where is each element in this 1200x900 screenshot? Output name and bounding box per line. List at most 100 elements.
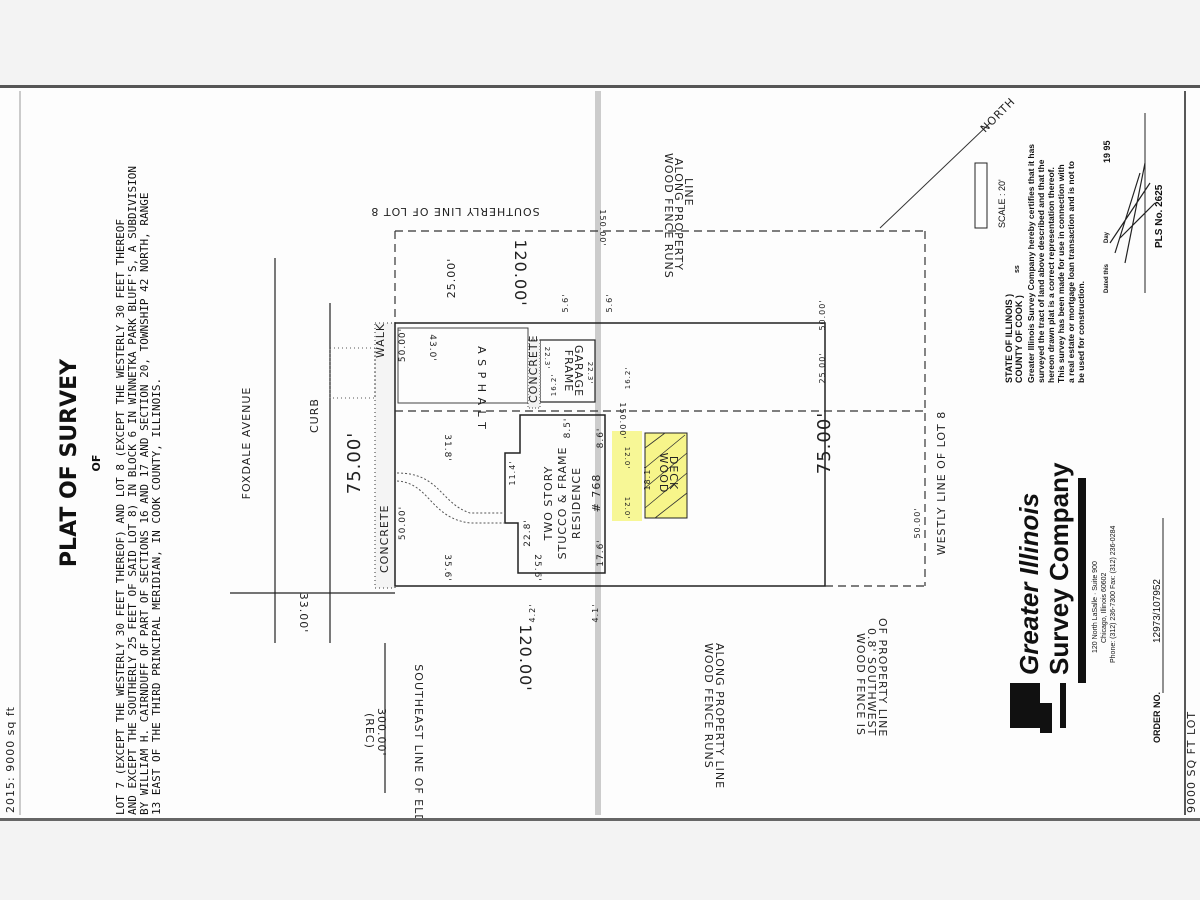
concrete-pad	[527, 339, 541, 409]
fence-notes: SOUTHERLY LINE OF LOT 8 WESTLY LINE OF L…	[370, 153, 948, 789]
westerly-line-label: WESTLY LINE OF LOT 8	[935, 411, 948, 556]
company-address: 120 North LaSalle · Suite 900	[1092, 561, 1099, 653]
dim-22-8: 22.8'	[523, 519, 533, 547]
state-line: STATE OF ILLINOIS )	[1004, 294, 1014, 383]
concrete-label: CONCRETE	[378, 504, 391, 573]
rec-distance: 300.00'	[375, 708, 388, 757]
pls-number: PLS No. 2625	[1154, 184, 1165, 248]
order-label: ORDER NO.	[1152, 692, 1162, 743]
fence-top-note: ALONG PROPERTY	[672, 158, 685, 271]
asphalt-driveway	[397, 327, 529, 404]
dim-25-top: 25.00'	[445, 258, 458, 299]
legal-line: LOT 7 (EXCEPT THE WESTERLY 30 FEET THERE…	[114, 219, 127, 815]
dim-43: 43.0'	[427, 334, 437, 362]
residence-label: TWO STORY	[542, 466, 555, 542]
street-name: FOXDALE AVENUE	[240, 387, 253, 500]
document-title-of: OF	[90, 455, 103, 472]
cert-line: surveyed the tract of land above describ…	[1036, 159, 1046, 383]
dim-50-c: 50.00'	[818, 299, 827, 330]
cert-line: hereon drawn plat is a correct represent…	[1046, 167, 1056, 383]
dimensions: 75.00' 75.00' 120.00' 120.00' 25.00' 25.…	[344, 209, 922, 691]
dim-33: 33.00'	[297, 593, 310, 634]
county-line: COUNTY OF COOK )	[1014, 295, 1024, 383]
north-label: NORTH	[978, 95, 1018, 135]
dated-label: Dated this	[1104, 263, 1110, 293]
company-name: Greater Illinois	[1014, 493, 1044, 675]
day-label: Day	[1104, 231, 1110, 243]
deck-highlight	[612, 431, 642, 521]
fence-top-note: WOOD FENCE RUNS	[662, 153, 675, 279]
legal-line: AND EXCEPT THE SOUTHERLY 25 FEET OF SAID…	[126, 166, 139, 815]
rec-label: (REC)	[363, 713, 376, 749]
dim-22-3-b: 22.3'	[586, 362, 594, 385]
southeast-line-label: SOUTHEAST LINE OF ELDORADO STREET	[412, 664, 425, 818]
ss-mark: ss	[1014, 265, 1021, 273]
deck-label: WOOD	[657, 453, 670, 494]
cert-line: This survey has been made for use in con…	[1056, 164, 1066, 383]
dim-22-3-a: 22.3'	[543, 347, 551, 370]
fence-bottom-note: WOOD FENCE RUNS	[702, 643, 715, 769]
residence-label: STUCCO & FRAME	[556, 447, 569, 560]
cert-line: Greater Illinois Survey Company hereby c…	[1026, 144, 1036, 383]
dim-5-6-b: 5.6'	[605, 294, 614, 313]
dim-8-5: 8.5'	[563, 418, 573, 439]
cert-line: be used for construction.	[1076, 281, 1086, 383]
dim-rear: 75.00'	[814, 412, 835, 474]
survey-document: PLAT OF SURVEY OF LOT 7 (EXCEPT THE WEST…	[0, 85, 1200, 821]
dim-side-bottom: 120.00'	[516, 624, 535, 691]
dim-16-2-a: 16.2'	[550, 374, 558, 397]
fence-top-note: LINE	[682, 178, 695, 207]
dim-8-6: 8.6'	[596, 428, 606, 449]
dim-50-d: 50.00'	[913, 507, 922, 538]
company-logo	[1010, 683, 1066, 733]
street-lines	[230, 258, 395, 793]
north-arrow-line	[879, 122, 991, 229]
company-underline	[1078, 478, 1086, 683]
wood-deck	[644, 432, 688, 519]
signature	[1109, 162, 1156, 264]
dim-side-top: 120.00'	[511, 239, 530, 306]
certificate: STATE OF ILLINOIS ) COUNTY OF COOK ) ss …	[1004, 140, 1165, 383]
dim-12-a: 12.0'	[623, 447, 631, 470]
house-number: # 768	[590, 474, 603, 513]
fence-sw-note: OF PROPERTY LINE	[876, 618, 889, 737]
dim-4-1: 4.1'	[591, 604, 600, 623]
dim-50-b: 50.00'	[398, 506, 408, 540]
garage-label: FRAME	[562, 350, 575, 393]
scale-label: SCALE : 20'	[997, 179, 1007, 228]
dim-150: 150.00'	[618, 402, 627, 439]
asphalt-label: A S P H A L T	[475, 346, 488, 430]
dim-front: 75.00'	[344, 432, 365, 494]
fence-sw-note: WOOD FENCE IS	[854, 633, 867, 736]
garage-label: GARAGE	[572, 345, 585, 397]
legal-line: 13 EAST OF THE THIRD PRINCIPAL MERIDIAN,…	[150, 378, 163, 815]
cert-line: a real estate or mortgage loan transacti…	[1066, 161, 1076, 383]
dim-31-8: 31.8'	[442, 434, 452, 462]
year: 19 95	[1102, 140, 1112, 163]
dim-5-6-a: 5.6'	[561, 294, 570, 313]
dim-12-b: 12.0'	[623, 497, 631, 520]
dim-150b: 150.00'	[598, 209, 607, 246]
order-number: 12973/107952	[1152, 579, 1163, 643]
residence-label: RESIDENCE	[570, 467, 583, 539]
document-title: PLAT OF SURVEY	[57, 358, 82, 567]
dim-4-2: 4.2'	[528, 604, 537, 623]
legal-line: BY WILLIAM H. CAIRNDUFF OF PART OF SECTI…	[138, 192, 151, 815]
company-name: Survey Company	[1044, 462, 1074, 675]
company-address: Chicago, Illinois 60602	[1101, 572, 1108, 643]
handwritten-note-left: 2015: 9000 sq ft	[4, 706, 17, 813]
lot-boundary	[394, 322, 826, 587]
company-phone: Phone: (312) 236-7300 Fax: (312) 236-028…	[1110, 526, 1117, 663]
southerly-line-label: SOUTHERLY LINE OF LOT 8	[370, 205, 539, 218]
dim-17-6: 17.6'	[596, 539, 606, 567]
company-block: Greater Illinois Survey Company 120 Nort…	[1014, 462, 1163, 743]
fence-bottom-note: ALONG PROPERTY LINE	[713, 643, 726, 789]
dim-11-4: 11.4'	[508, 460, 517, 485]
dim-50-a: 50.00'	[398, 328, 408, 362]
plat-drawing: PLAT OF SURVEY OF LOT 7 (EXCEPT THE WEST…	[4, 91, 1198, 818]
deck-label: DECK	[667, 456, 680, 490]
dim-16-2-b: 16.2'	[624, 367, 632, 390]
scale-box	[974, 162, 988, 229]
residence-outline	[504, 414, 606, 574]
fence-sw-note: 0.8' SOUTHWEST	[865, 628, 878, 736]
